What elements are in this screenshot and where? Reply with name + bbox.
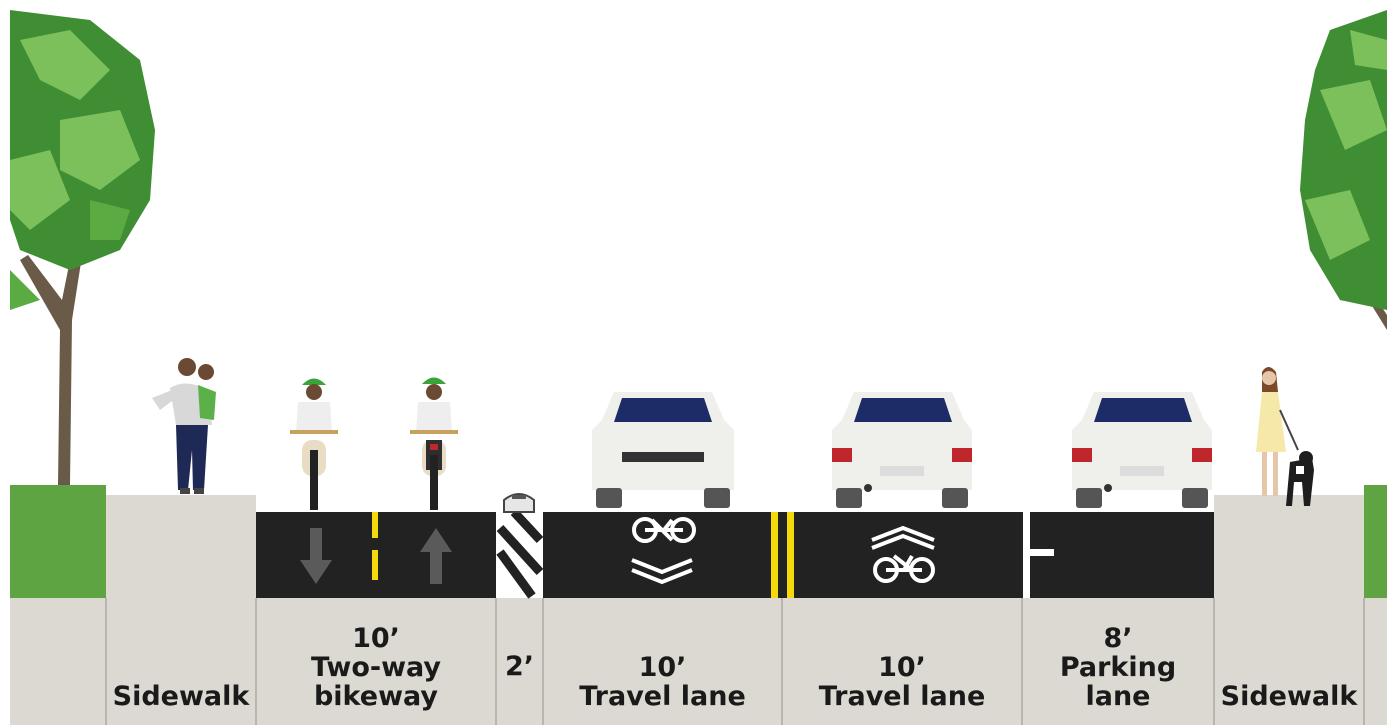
car-front-icon — [592, 392, 734, 508]
label-travel-lane-1: 10’ Travel lane — [543, 600, 782, 725]
pedestrian-icon — [152, 358, 216, 494]
label-buffer: 2’ — [496, 600, 543, 725]
label-parking-lane: 8’ Parking lane — [1022, 600, 1214, 725]
sidewalk-right-block — [1214, 495, 1364, 725]
label-sidewalk-left: Sidewalk — [106, 600, 256, 725]
parking-tick-icon — [1023, 512, 1054, 598]
sidewalk-left-block — [106, 495, 256, 725]
sharrow-icon — [631, 517, 696, 585]
label-bikeway: 10’ Two-way bikeway — [256, 600, 496, 725]
label-line: 2’ — [504, 651, 535, 682]
cyclist-icon — [410, 377, 458, 510]
planter-left — [10, 485, 106, 600]
planter-right-base — [1364, 598, 1387, 725]
label-line: Sidewalk — [1220, 681, 1358, 712]
arrow-up-icon — [420, 528, 452, 584]
planter-left-base — [10, 598, 106, 725]
tree-right — [1300, 10, 1387, 330]
arrow-down-icon — [300, 528, 332, 584]
label-line: 10’ — [352, 623, 400, 654]
center-line-2 — [787, 512, 794, 598]
car-rear-icon — [832, 392, 972, 508]
car-rear-icon — [1072, 392, 1212, 508]
label-travel-lane-2: 10’ Travel lane — [782, 600, 1022, 725]
tree-left — [10, 10, 155, 485]
segment-dividers — [105, 598, 1365, 725]
label-line: 8’ — [1103, 623, 1133, 654]
label-line: Travel lane — [579, 681, 746, 712]
center-line-1 — [771, 512, 778, 598]
label-band — [256, 598, 1214, 725]
label-line: Two-way — [310, 652, 442, 683]
bollard-icon — [503, 493, 535, 513]
label-line: Travel lane — [818, 681, 986, 712]
label-line: 10’ — [638, 652, 687, 683]
bikeway-center-dash — [372, 512, 378, 580]
label-line: bikeway — [313, 681, 439, 712]
planter-right — [1364, 485, 1387, 600]
hatched-buffer-icon — [496, 508, 544, 599]
label-line: 10’ — [878, 652, 926, 683]
label-line: Parking — [1059, 652, 1177, 683]
label-line: lane — [1085, 681, 1151, 712]
sharrow-icon — [871, 525, 935, 583]
road-surface — [256, 512, 1214, 598]
label-sidewalk-right: Sidewalk — [1214, 600, 1364, 725]
label-line: Sidewalk — [112, 681, 250, 712]
cyclist-icon — [290, 378, 338, 510]
pedestrian-with-dog-icon — [1256, 367, 1314, 506]
